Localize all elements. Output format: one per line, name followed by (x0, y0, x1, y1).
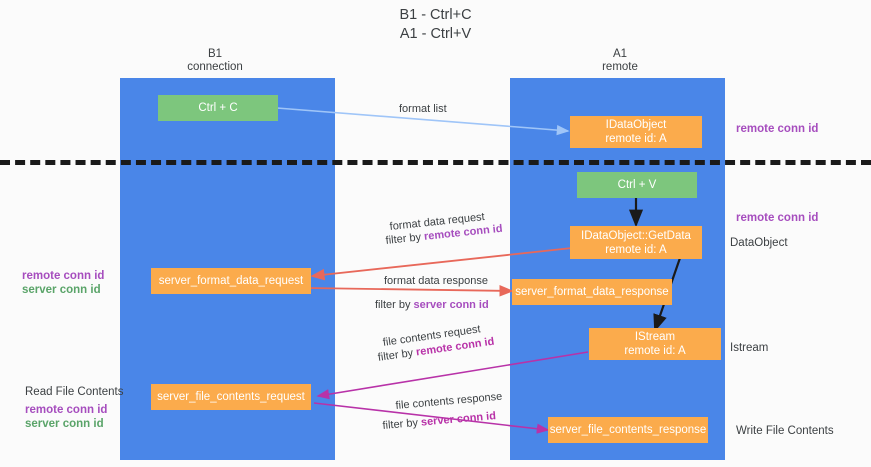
arrow-format-data-response (307, 285, 514, 297)
annotation-remote-conn-id-mid: remote conn id (736, 212, 819, 224)
box-server-file-contents-request[interactable]: server_file_contents_request (151, 384, 311, 410)
annotation-istream: Istream (730, 342, 769, 354)
edge-label-format-data-response-filter: filter by server conn id (375, 298, 489, 312)
box-idataobject[interactable]: IDataObject remote id: A (570, 116, 702, 148)
filter-prefix: filter by (382, 416, 422, 432)
edge-label-format-list: format list (399, 103, 447, 115)
column-header-left: B1 connection (187, 48, 243, 73)
box-idataobject-getdata[interactable]: IDataObject::GetData remote id: A (570, 226, 702, 259)
box-server-file-contents-response[interactable]: server_file_contents_response (548, 417, 708, 443)
box-istream[interactable]: IStream remote id: A (589, 328, 721, 360)
annotation-left-server-conn-id-2: server conn id (25, 418, 104, 430)
filter-prefix: filter by (377, 346, 417, 364)
annotation-left-remote-conn-id-2: remote conn id (25, 404, 108, 416)
box-server-format-data-response[interactable]: server_format_data_response (512, 279, 672, 305)
filter-key: server conn id (413, 299, 489, 311)
box-ctrl-v[interactable]: Ctrl + V (577, 172, 697, 198)
page-title: B1 - Ctrl+C A1 - Ctrl+V (399, 7, 472, 42)
annotation-remote-conn-id-top: remote conn id (736, 123, 819, 135)
phase-divider (0, 160, 871, 165)
annotation-left-server-conn-id: server conn id (22, 284, 101, 296)
annotation-read-file-contents: Read File Contents (25, 386, 124, 398)
edge-label-format-data-response: format data response (384, 275, 488, 287)
filter-prefix: filter by (375, 299, 414, 311)
box-ctrl-c[interactable]: Ctrl + C (158, 95, 278, 121)
filter-prefix: filter by (385, 230, 425, 247)
box-server-format-data-request[interactable]: server_format_data_request (151, 268, 311, 294)
column-header-right: A1 remote (602, 48, 638, 73)
filter-key: server conn id (420, 410, 497, 429)
annotation-write-file-contents: Write File Contents (736, 425, 834, 437)
annotation-left-remote-conn-id: remote conn id (22, 270, 105, 282)
annotation-dataobject: DataObject (730, 237, 788, 249)
